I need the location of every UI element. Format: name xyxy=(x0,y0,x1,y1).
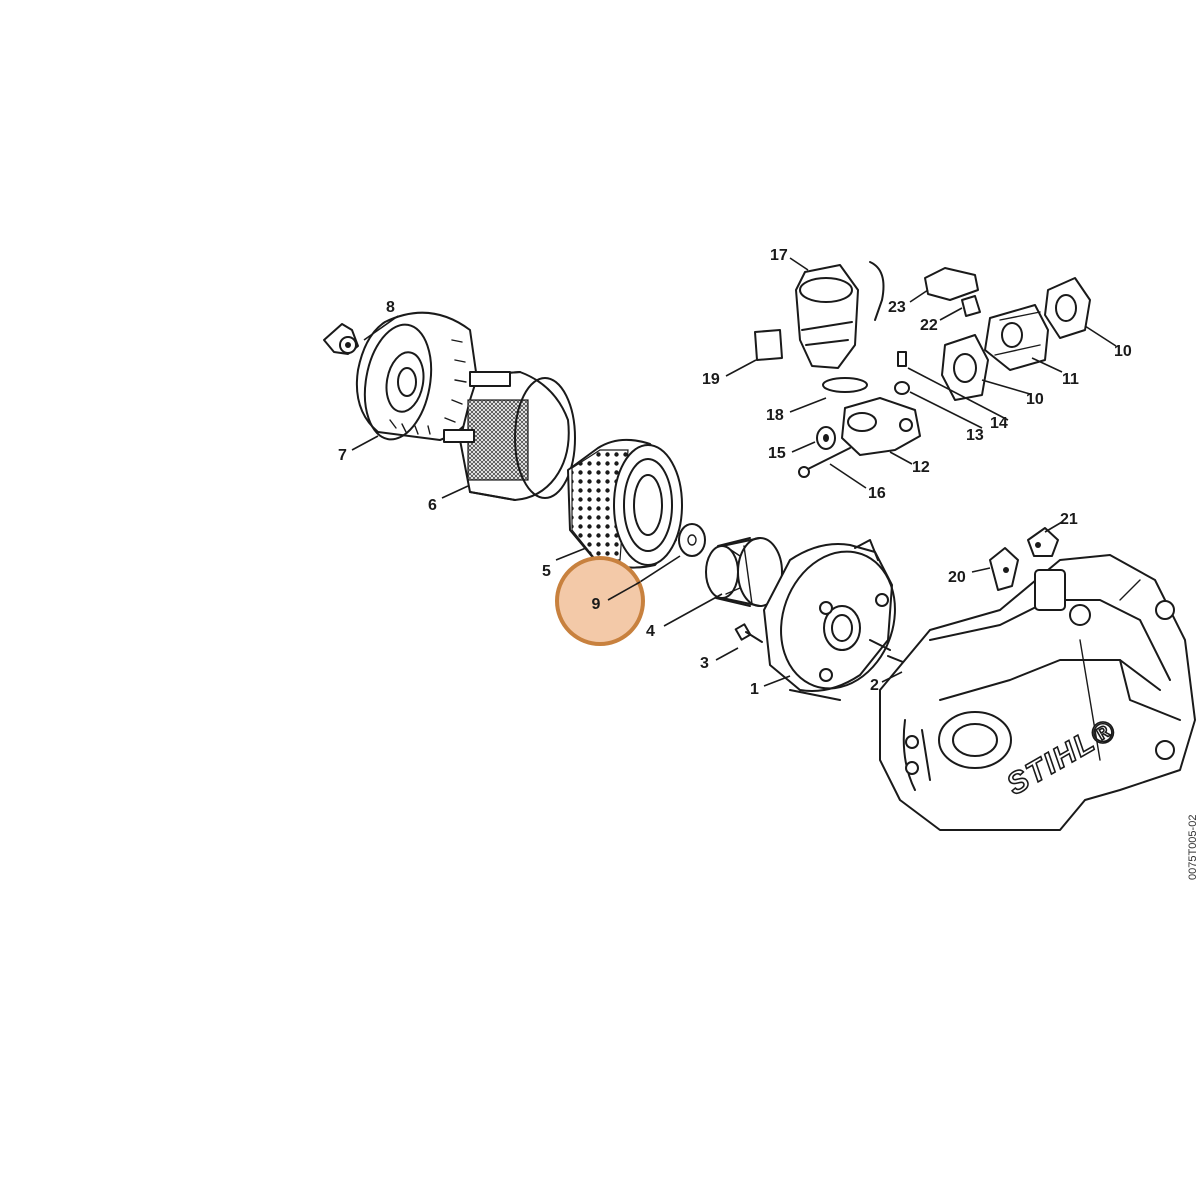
callout-14: 14 xyxy=(990,415,1008,432)
callout-20: 20 xyxy=(948,569,966,586)
callout-18: 18 xyxy=(766,407,784,424)
part-18-hose-clamp[interactable] xyxy=(822,377,868,393)
leader-lines xyxy=(351,257,1117,687)
callout-1: 1 xyxy=(750,681,759,698)
callout-11: 11 xyxy=(1062,371,1079,388)
drawing-code: 0075T005-02 xyxy=(1187,815,1199,880)
part-14-screw[interactable] xyxy=(897,351,907,367)
callout-23: 23 xyxy=(888,299,906,316)
svg-text:0075T005-02: 0075T005-02 xyxy=(1187,815,1199,880)
callout-9: 9 xyxy=(592,596,601,613)
part-8-wing-nut[interactable] xyxy=(323,323,359,355)
callout-16: 16 xyxy=(868,485,886,502)
part-7-filter-cover[interactable] xyxy=(355,311,481,445)
callout-21: 21 xyxy=(1060,511,1078,528)
part-10-gasket-upper[interactable] xyxy=(1044,277,1091,339)
part-19-clip[interactable] xyxy=(754,329,783,361)
part-13-washer[interactable] xyxy=(894,381,910,395)
part-12-manifold[interactable] xyxy=(841,397,921,456)
part-5-air-filter[interactable] xyxy=(567,438,683,569)
part-20-bracket[interactable] xyxy=(989,547,1019,591)
part-1-carburetor-box[interactable] xyxy=(762,535,913,704)
callout-2: 2 xyxy=(870,677,879,694)
callout-10-lower: 10 xyxy=(1026,391,1044,408)
part-11-carburetor[interactable] xyxy=(984,304,1049,371)
part-3-screw[interactable] xyxy=(734,623,763,643)
callout-19: 19 xyxy=(702,371,720,388)
part-10-gasket-lower[interactable] xyxy=(941,334,989,401)
part-6-prefilter-sleeve[interactable] xyxy=(443,371,576,501)
part-22-nipple[interactable] xyxy=(961,295,981,317)
part-15-sleeve[interactable] xyxy=(816,426,836,450)
highlight-part-9[interactable]: 9 xyxy=(555,556,645,646)
callout-12: 12 xyxy=(912,459,930,476)
callout-10-upper: 10 xyxy=(1114,343,1132,360)
callout-6: 6 xyxy=(428,497,437,514)
callout-3: 3 xyxy=(700,655,709,672)
part-9-gasket[interactable] xyxy=(678,523,706,557)
callout-15: 15 xyxy=(768,445,786,462)
callout-17: 17 xyxy=(770,247,788,264)
callout-22: 22 xyxy=(920,317,938,334)
callout-4: 4 xyxy=(646,623,655,640)
part-21-bracket[interactable] xyxy=(1027,527,1059,557)
part-4-cage[interactable] xyxy=(705,537,783,607)
callout-5: 5 xyxy=(542,563,551,580)
callout-8: 8 xyxy=(386,299,395,316)
crankcase-housing: STIHL® xyxy=(879,554,1196,831)
part-23-throttle-lever[interactable] xyxy=(924,267,979,301)
callout-13: 13 xyxy=(966,427,984,444)
part-16-screw[interactable] xyxy=(798,447,851,478)
callout-7: 7 xyxy=(338,447,347,464)
callout-labels: 8 7 6 5 4 3 1 2 17 19 18 15 16 12 13 14 … xyxy=(338,247,1132,698)
part-17-intake-boot[interactable] xyxy=(795,261,885,369)
